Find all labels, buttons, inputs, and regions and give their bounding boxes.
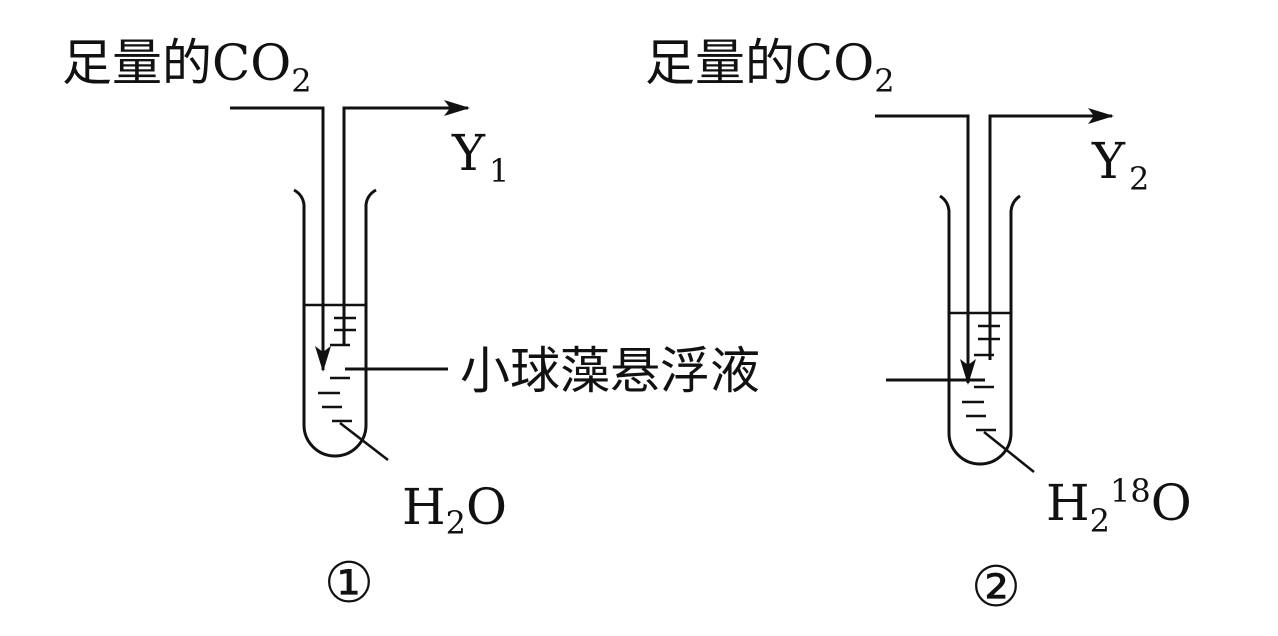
setup-1-water-pointer <box>339 422 389 461</box>
setup-2-liquid-dashes <box>962 324 1000 432</box>
suspension-callout: 小球藻悬浮液 <box>345 342 985 400</box>
setup-2-water-pointer <box>983 431 1035 473</box>
setup-1-number: ① <box>324 551 374 616</box>
setup-2-outlet-tube <box>988 108 1114 360</box>
setup-1-test-tube <box>293 188 377 458</box>
suspension-label: 小球藻悬浮液 <box>460 342 760 400</box>
setup-2-inlet-tube <box>875 114 976 385</box>
setup-1-inlet-tube <box>230 106 331 372</box>
setup-2-co2-label: 足量的CO2 <box>645 34 895 100</box>
setup-1-co2-label: 足量的CO2 <box>62 34 312 100</box>
setup-1-outlet-tube <box>342 100 470 345</box>
setup-1-liquid-dashes <box>318 316 356 423</box>
setup-2-water-label: H218O <box>1046 472 1192 540</box>
setup-1-water-label: H2O <box>402 478 507 542</box>
setup-2-test-tube <box>939 194 1021 466</box>
setup-2-number: ② <box>971 555 1021 620</box>
